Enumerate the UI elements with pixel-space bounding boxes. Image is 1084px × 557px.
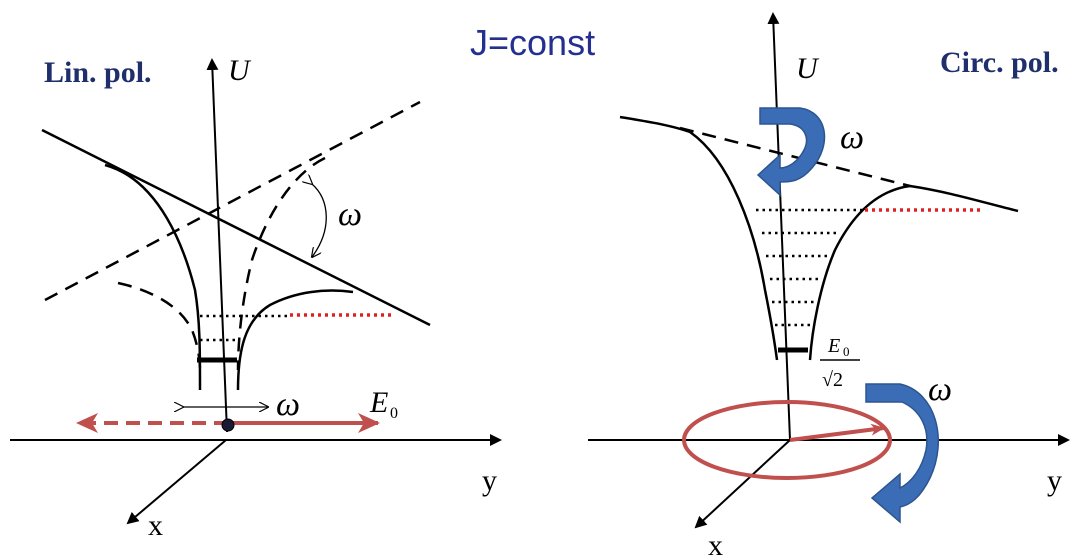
potential-well-right-branch [808, 184, 1019, 361]
rotation-arrow-bottom [865, 383, 939, 524]
x-axis [694, 439, 791, 529]
omega-oscillation-label: ω [276, 386, 300, 423]
linear-polarization-label: Lin. pol. [44, 56, 152, 89]
linear-polarization-panel: Lin. pol. U y x ω ω E 0 [10, 54, 502, 542]
u-axis-label: U [228, 54, 252, 87]
u-axis [206, 58, 228, 433]
omega-rotation-label: ω [338, 196, 362, 233]
potential-well-right-branch [236, 289, 354, 391]
fraction-denominator: √2 [822, 369, 843, 391]
diagram-title: J=const [470, 22, 595, 63]
circular-polarization-panel: Circ. pol. U y x ω ω [588, 12, 1070, 557]
rotation-angle-arc [312, 184, 327, 257]
field-vector [789, 423, 885, 442]
field-amplitude-fraction: E 0 √2 [820, 335, 860, 391]
tilted-field-line-dashed [679, 126, 911, 188]
fraction-numerator: E [827, 335, 840, 357]
x-axis-label: x [708, 529, 723, 557]
electron-dot [221, 418, 235, 432]
y-axis-label: y [482, 464, 497, 497]
u-axis [767, 12, 791, 441]
omega-top-label: ω [840, 119, 864, 156]
circular-field-ellipse [682, 400, 892, 480]
omega-bottom-label: ω [928, 371, 952, 408]
rotation-arrow-top [756, 107, 826, 197]
u-axis-label: U [796, 52, 820, 85]
tilted-field-line-solid [41, 128, 431, 327]
circular-polarization-label: Circ. pol. [940, 46, 1059, 79]
potential-well-left-branch [619, 115, 779, 361]
dashed-well-left-branch [117, 281, 202, 371]
y-axis-label: y [1047, 464, 1062, 497]
dashed-well-right-branch [236, 156, 326, 371]
tilted-field-line-dashed [44, 100, 421, 302]
x-axis-label: x [148, 509, 163, 542]
field-label: E [369, 386, 388, 419]
fraction-numerator-subscript: 0 [843, 344, 850, 359]
potential-well-left-branch [104, 163, 202, 391]
x-axis [126, 439, 227, 525]
field-label-subscript: 0 [390, 405, 398, 422]
